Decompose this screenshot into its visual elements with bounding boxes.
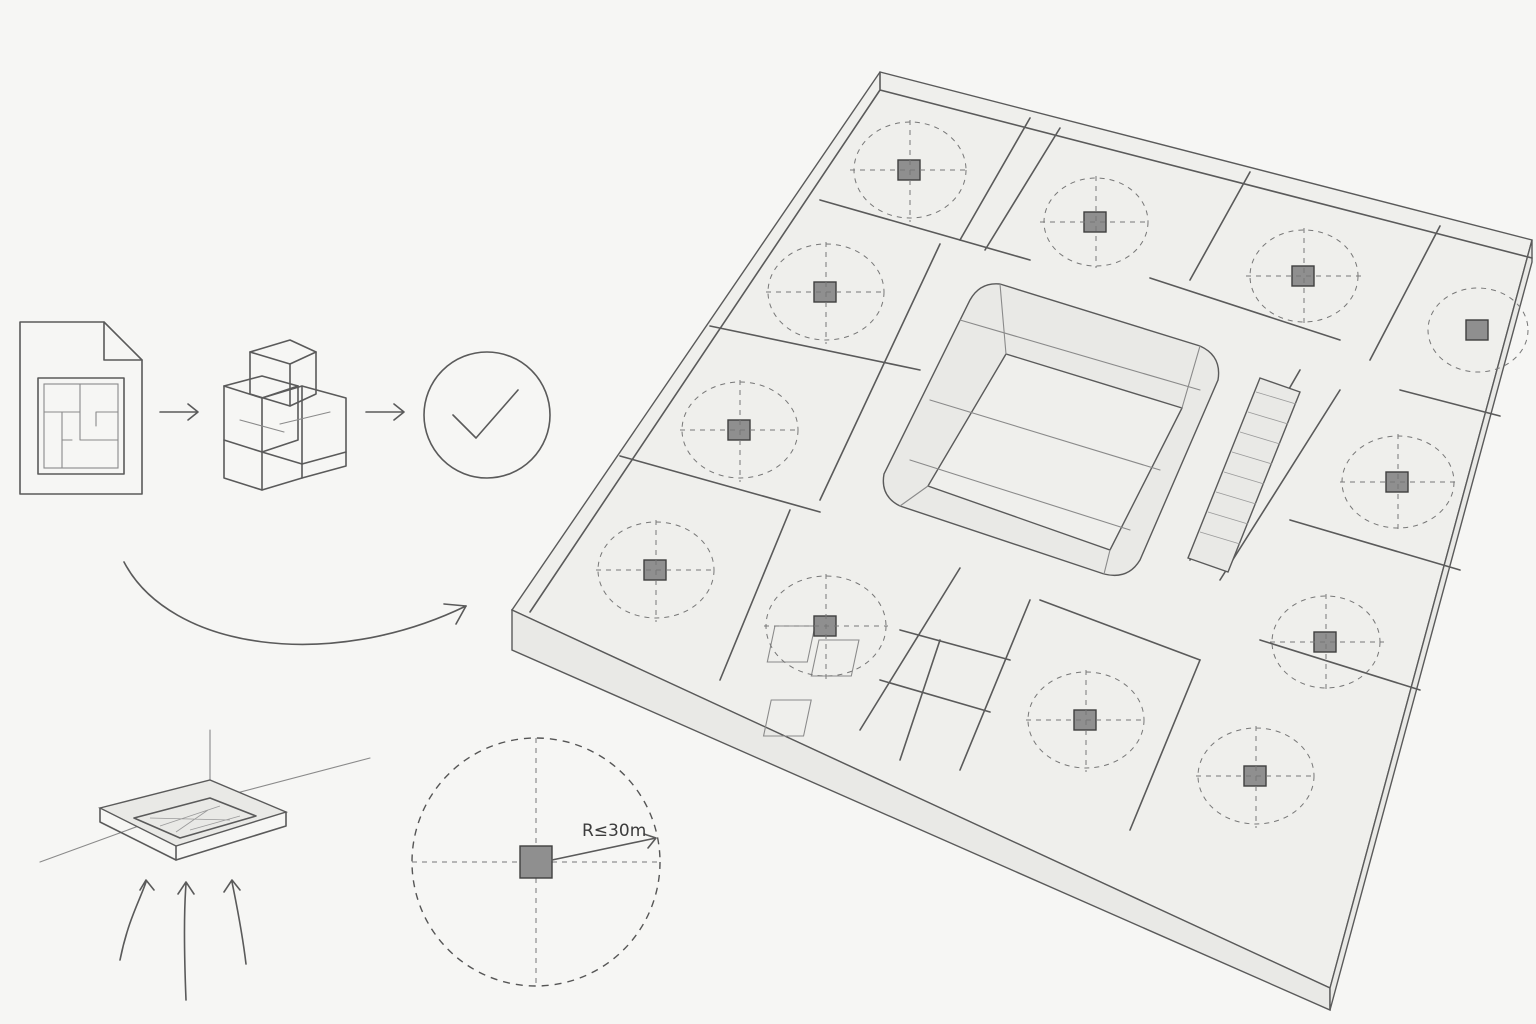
modular-cubes-icon xyxy=(223,339,347,491)
detector-coverage xyxy=(596,120,1529,828)
arrow-icon xyxy=(365,403,405,421)
ceiling-detector-icon xyxy=(39,729,371,1001)
radius-label: R≤30m xyxy=(582,821,646,841)
staircase xyxy=(1187,377,1301,573)
arrow-icon xyxy=(159,403,199,421)
building-floor-plan xyxy=(510,71,1533,1012)
coverage-radius-diagram: R≤30m xyxy=(411,737,661,987)
floor-plan-document-icon xyxy=(19,321,143,495)
checkmark-circle-icon xyxy=(423,351,551,479)
atrium xyxy=(882,283,1220,577)
curved-arrow-icon xyxy=(123,561,467,646)
